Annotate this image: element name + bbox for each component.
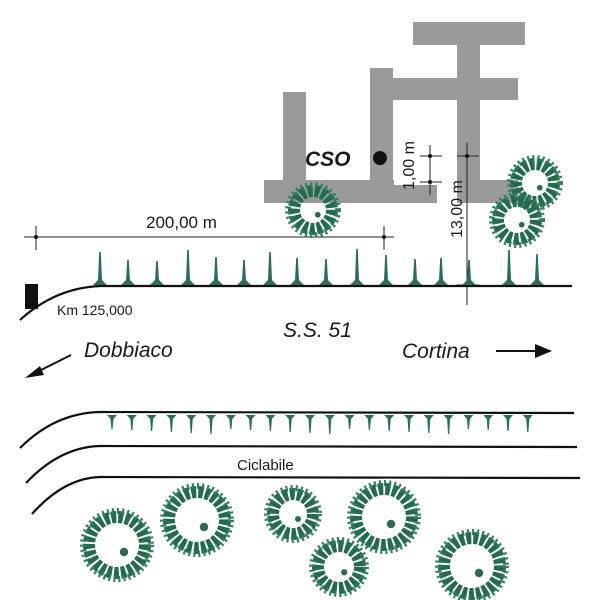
hedge-mark [107,415,117,429]
hedge-spike [290,258,304,285]
building-base-right [457,180,518,203]
tree-icon [80,508,154,582]
tree-icon [347,480,421,554]
hedge-mark [186,415,197,433]
tree-icon [435,529,509,600]
building [264,22,525,203]
building-stem [457,45,480,203]
dim-horizontal-label: 200,00 m [146,213,217,232]
dim-vertical-label: 13,00 m [449,180,466,238]
km-marker [25,284,38,309]
hedge-spike [319,259,333,285]
hedge-mark [265,415,276,431]
tree-icon [285,182,341,238]
hedge-mark [423,415,434,433]
hedge-mark [404,415,414,432]
direction-dobbiaco-label: Dobbiaco [84,339,173,362]
hedge-spike [530,254,544,285]
hedge-mark [384,415,395,431]
road-edge-south [19,410,575,449]
hedge-mark [225,415,236,429]
cycle-lane-edge-north [25,444,578,484]
cso-point[interactable] [373,151,387,165]
trees [80,155,563,600]
road-name-label: S.S. 51 [283,319,352,342]
dim-small-label: 1,00 m [401,141,418,190]
hedge-spike [93,252,107,285]
dim-horizontal: 200,00 m [24,213,394,250]
hedge-mark [206,415,216,434]
hedge-mark [305,415,315,433]
hedge-spike [408,259,422,285]
building-base-inner [393,185,437,203]
hedge-mark [324,415,335,434]
cycle-lane-label: Ciclabile [237,457,294,474]
hedge-mark [503,415,513,431]
hedge-mark [344,415,355,429]
dim-small: 1,00 m [401,141,442,195]
tree-icon [489,192,545,248]
tree-icon [160,483,234,557]
hedge-spike [209,257,223,285]
arrow-cortina-icon [496,344,552,358]
building-middle-column [370,68,393,203]
hedge-spike [181,250,195,285]
arrow-dobbiaco-icon [25,354,72,378]
building-top-bar [413,22,525,45]
hedge-spike [121,260,135,285]
tree-icon [309,537,369,597]
hedge-spike [237,260,251,285]
cso-label: CSO [305,148,351,171]
hedge-mark [463,415,474,429]
hedge-mark [146,415,157,431]
hedge-row-north [93,249,544,285]
hedge-row-south [107,415,533,434]
km-marker-label: Km 125,000 [57,302,133,318]
hedge-mark [522,415,533,432]
hedge-mark [166,415,177,432]
building-left-column [283,92,306,203]
hedge-spike [150,261,164,285]
hedge-spike [462,260,476,285]
cycle-lane-edge-south [31,475,581,515]
hedge-spike [502,250,516,285]
tree-icon [264,485,322,543]
road-edge-north [19,284,572,321]
hedge-mark [285,415,296,432]
hedge-mark [245,415,256,430]
building-middle-bar [370,78,518,100]
hedge-spike [434,258,448,285]
hedge-mark [483,415,494,430]
hedge-spike [379,255,393,285]
hedge-mark [443,415,454,434]
hedge-mark [364,415,375,430]
hedge-spike [263,252,277,285]
hedge-spike [350,249,364,285]
direction-cortina-label: Cortina [402,340,470,363]
hedge-mark [126,415,137,430]
